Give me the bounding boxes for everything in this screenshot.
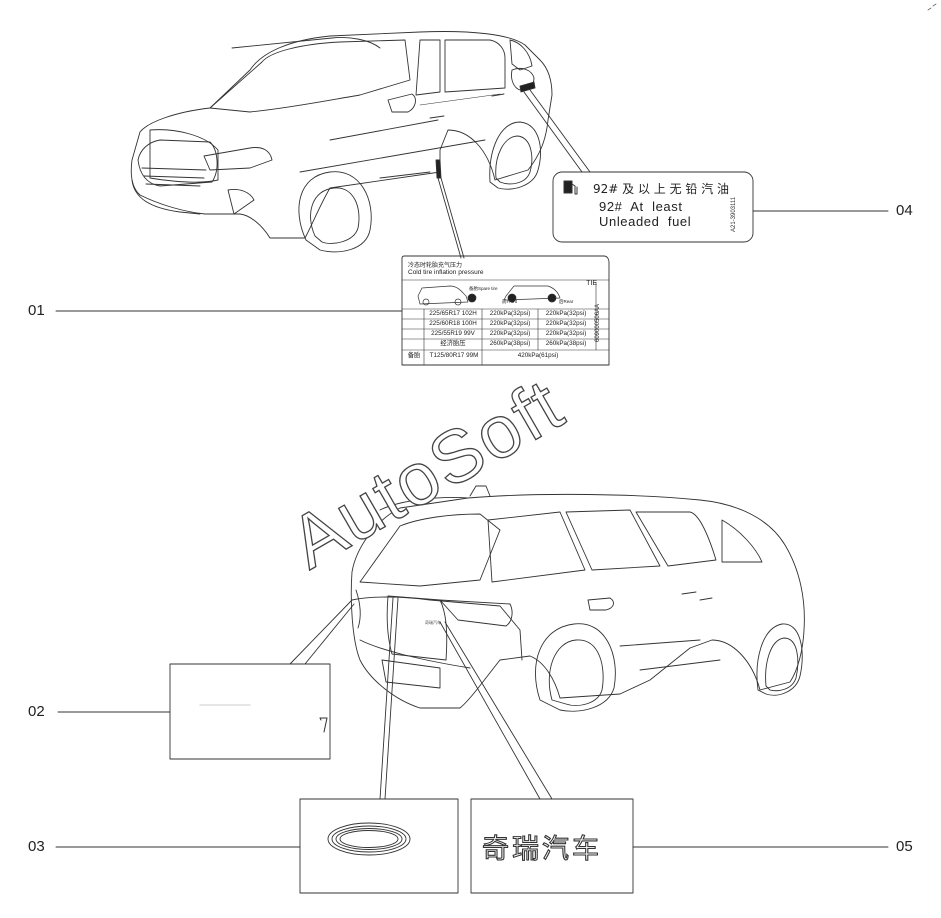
tire-title-cn: 冷态时轮胎充气压力 bbox=[408, 262, 463, 269]
tire-front: 220kPa(32psi) bbox=[489, 330, 531, 337]
tire-size: 225/55R19 99V bbox=[431, 330, 475, 337]
tire-front: 260kPa(38psi) bbox=[489, 340, 531, 347]
tire-size: 经济胎压 bbox=[440, 340, 466, 347]
sticker-02-box bbox=[169, 663, 331, 760]
rear-caption: 后Rear bbox=[559, 299, 574, 304]
callout-03: 03 bbox=[28, 838, 45, 855]
callout-05: 05 bbox=[896, 838, 913, 855]
badge-small-mark: 奇瑞汽车 bbox=[425, 620, 441, 625]
spare-pressure: 420kPa(61psi) bbox=[517, 352, 559, 359]
callout-01: 01 bbox=[28, 302, 45, 319]
tire-label-box bbox=[401, 255, 610, 366]
tire-pressure-label: 冷态时轮胎充气压力 Cold tire inflation pressure T… bbox=[402, 257, 609, 365]
tire-rear: 260kPa(38psi) bbox=[545, 340, 587, 347]
suv-rear-view bbox=[350, 485, 805, 712]
tire-label-code: 609000506AA bbox=[595, 303, 601, 342]
tire-front: 220kPa(32psi) bbox=[489, 310, 531, 317]
leader-lines bbox=[55, 89, 889, 848]
fuel-label-en-line2: Unleaded fuel bbox=[599, 214, 692, 229]
tire-size: 225/60R18 100H bbox=[429, 320, 477, 327]
callout-04: 04 bbox=[896, 202, 913, 219]
fuel-label-code: A21-3903111 bbox=[731, 196, 737, 232]
tire-front: 220kPa(32psi) bbox=[489, 320, 531, 327]
chery-badge-text: 奇瑞汽车 bbox=[481, 833, 602, 865]
tire-rear: 220kPa(32psi) bbox=[545, 320, 587, 327]
tire-rear: 220kPa(32psi) bbox=[545, 310, 587, 317]
front-caption: 前Front bbox=[502, 299, 518, 304]
fuel-pump-icon bbox=[563, 180, 578, 195]
tire-title-en: Cold tire inflation pressure bbox=[408, 269, 484, 276]
tire-rear: 220kPa(32psi) bbox=[545, 330, 587, 337]
spare-size: T125/80R17 99M bbox=[429, 352, 479, 359]
spare-key: 备胎 bbox=[407, 352, 421, 359]
tire-size: 225/65R17 102H bbox=[429, 310, 477, 317]
fuel-label-cn: 92# 及 以 上 无 铅 汽 油 bbox=[593, 182, 730, 196]
spare-caption: 备胎Spare tire bbox=[469, 286, 498, 291]
chery-emblem-icon bbox=[327, 822, 411, 856]
fuel-label: 92# 及 以 上 无 铅 汽 油 92# At least Unleaded … bbox=[553, 172, 753, 242]
fuel-label-en-line1: 92# At least bbox=[599, 199, 683, 214]
tire-brand: TIE bbox=[586, 280, 597, 287]
emblem-03-box bbox=[299, 798, 459, 894]
fuel-label-box bbox=[552, 171, 754, 243]
callout-02: 02 bbox=[28, 703, 45, 720]
suv-front-view bbox=[130, 31, 553, 253]
